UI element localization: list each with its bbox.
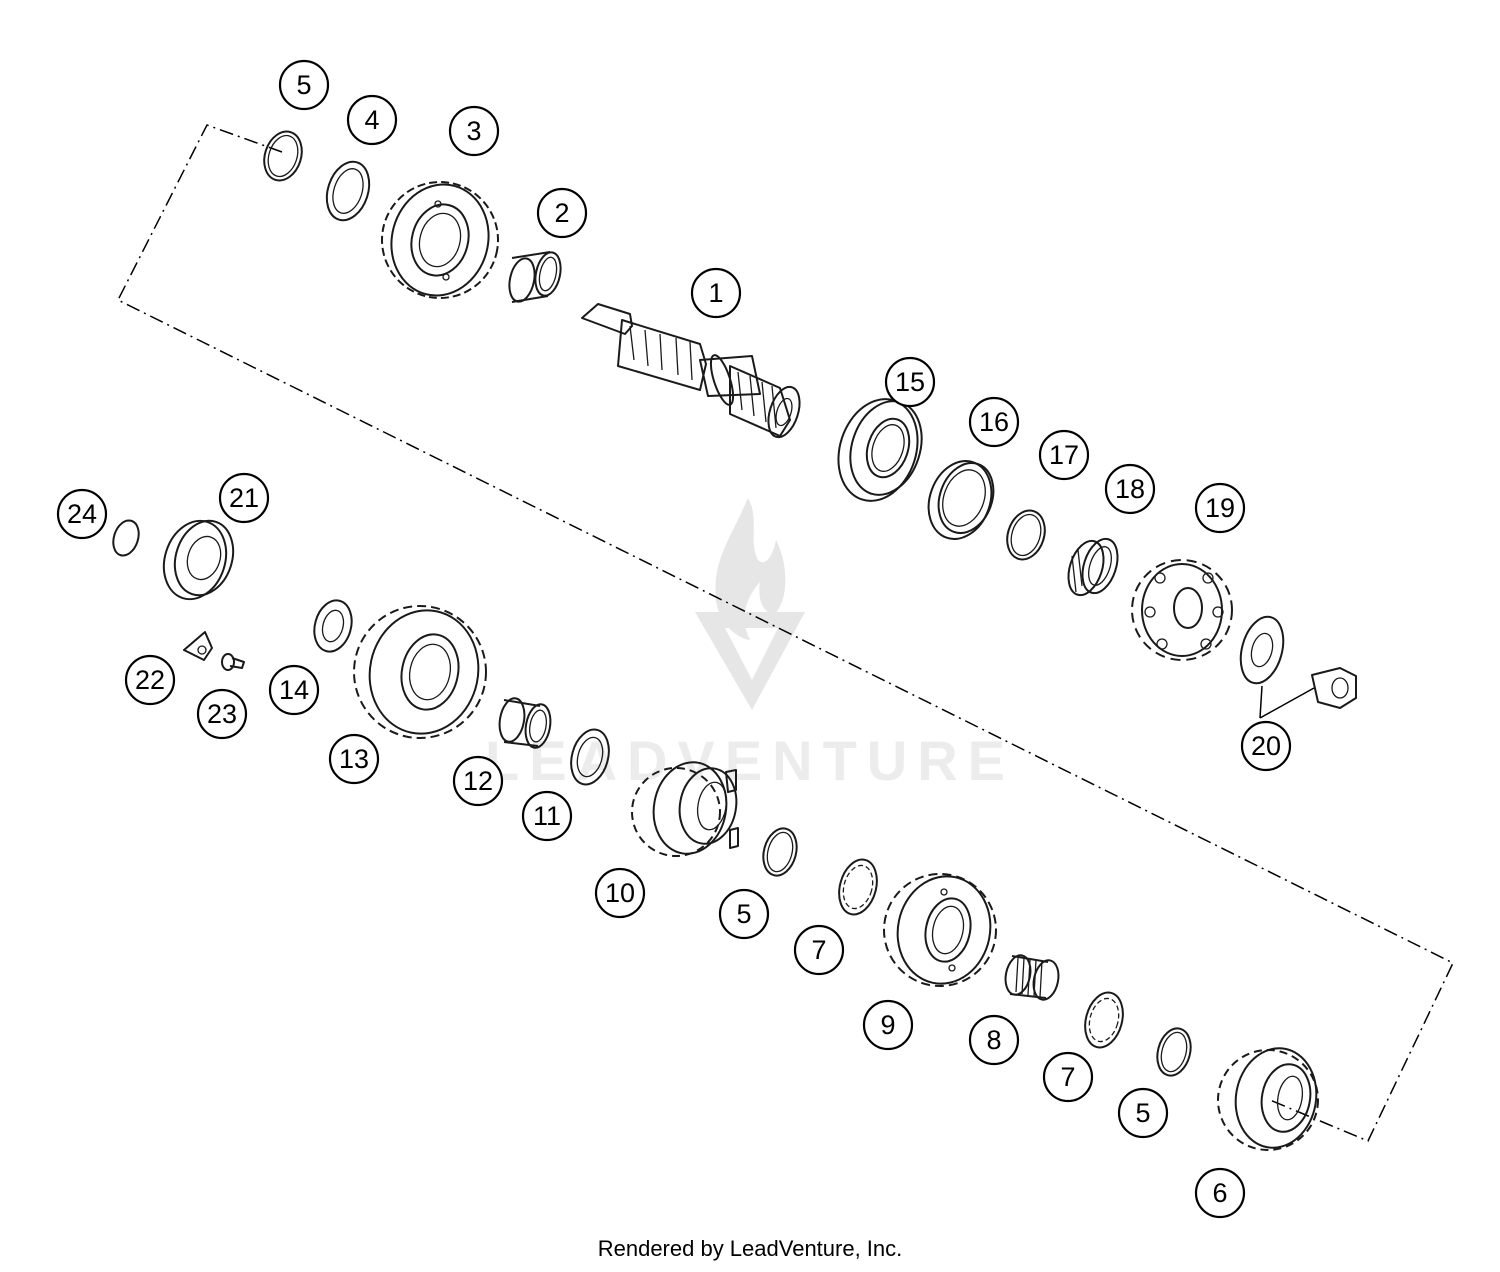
gear-part-6 [1217, 1047, 1319, 1151]
callout-17[interactable]: 17 [1038, 429, 1090, 481]
footer-credit: Rendered by LeadVenture, Inc. [597, 1236, 903, 1261]
leadventure-watermark: LEADVENTURE [485, 498, 1015, 792]
splined-washer-part-7-lower [1084, 991, 1124, 1049]
callout-14[interactable]: 14 [268, 664, 320, 716]
bearing-part-21 [162, 519, 235, 601]
callout-9[interactable]: 9 [862, 999, 914, 1051]
svg-text:3: 3 [466, 116, 481, 146]
callout-5-middle[interactable]: 5 [718, 888, 770, 940]
needle-bearing-part-8 [1004, 954, 1060, 1001]
svg-text:13: 13 [339, 744, 369, 774]
svg-text:5: 5 [736, 899, 751, 929]
assembly-outline [116, 124, 1454, 1142]
svg-text:14: 14 [279, 675, 309, 705]
svg-text:2: 2 [554, 198, 569, 228]
screw-part-23 [221, 653, 245, 671]
spacer-part-18 [1067, 537, 1119, 597]
callout-13[interactable]: 13 [328, 733, 380, 785]
callout-18[interactable]: 18 [1104, 463, 1156, 515]
callout-19[interactable]: 19 [1194, 482, 1246, 534]
callout-2[interactable]: 2 [536, 187, 588, 239]
svg-text:18: 18 [1115, 474, 1145, 504]
sprocket-part-19 [1131, 559, 1233, 661]
svg-text:16: 16 [979, 407, 1009, 437]
callout-3[interactable]: 3 [448, 105, 500, 157]
o-ring-part-17 [1006, 509, 1046, 561]
callout-6[interactable]: 6 [1194, 1167, 1246, 1219]
washer-part-11 [570, 728, 610, 786]
circlip-part-5-lower [1156, 1027, 1192, 1077]
seal-part-16 [927, 460, 995, 540]
gear-part-13 [353, 605, 487, 739]
callout-7-lower[interactable]: 7 [1042, 1051, 1094, 1103]
callout-1[interactable]: 1 [690, 267, 742, 319]
svg-text:11: 11 [533, 801, 561, 831]
svg-text:6: 6 [1212, 1178, 1227, 1208]
svg-text:22: 22 [135, 665, 165, 695]
callout-23[interactable]: 23 [196, 688, 248, 740]
callout-22[interactable]: 22 [124, 654, 176, 706]
callout-20[interactable]: 20 [1240, 720, 1292, 772]
svg-text:23: 23 [207, 699, 237, 729]
callout-12[interactable]: 12 [452, 755, 504, 807]
v-logo [695, 612, 805, 710]
washer-nut-part-20 [1239, 615, 1357, 719]
callout-8[interactable]: 8 [968, 1014, 1020, 1066]
svg-text:5: 5 [296, 70, 311, 100]
svg-text:7: 7 [811, 935, 826, 965]
svg-text:15: 15 [895, 367, 925, 397]
flame-logo [715, 498, 786, 640]
callout-5-lower[interactable]: 5 [1117, 1087, 1169, 1139]
gear-part-3 [381, 181, 499, 299]
svg-text:7: 7 [1060, 1062, 1075, 1092]
bushing-part-12 [498, 697, 552, 749]
svg-text:1: 1 [708, 278, 723, 308]
shim-part-4 [325, 160, 371, 222]
circlip-part-5-top [263, 130, 303, 182]
svg-text:5: 5 [1135, 1098, 1150, 1128]
callout-5-top[interactable]: 5 [278, 59, 330, 111]
callout-21[interactable]: 21 [218, 472, 270, 524]
lock-plate-part-22 [183, 631, 213, 661]
callout-7-upper[interactable]: 7 [793, 924, 845, 976]
svg-text:10: 10 [605, 878, 635, 908]
callout-24[interactable]: 24 [56, 488, 108, 540]
svg-text:4: 4 [364, 105, 379, 135]
svg-text:8: 8 [986, 1025, 1001, 1055]
svg-text:17: 17 [1049, 440, 1079, 470]
svg-text:21: 21 [229, 483, 259, 513]
svg-text:20: 20 [1251, 731, 1281, 761]
callout-10[interactable]: 10 [594, 867, 646, 919]
svg-text:24: 24 [67, 499, 97, 529]
callout-15[interactable]: 15 [884, 356, 936, 408]
circlip-part-5-middle [762, 827, 798, 877]
bearing-part-15 [837, 398, 923, 502]
gear-part-9 [883, 873, 997, 987]
svg-text:9: 9 [880, 1010, 895, 1040]
main-shaft-part-1 [581, 303, 801, 439]
callout-4[interactable]: 4 [346, 94, 398, 146]
circlip-part-24 [112, 519, 140, 557]
svg-text:12: 12 [463, 766, 493, 796]
callout-11[interactable]: 11 [521, 790, 573, 842]
callout-16[interactable]: 16 [968, 396, 1020, 448]
watermark-text: LEADVENTURE [485, 729, 1015, 792]
washer-part-14 [313, 599, 353, 653]
splined-washer-part-7-upper [838, 858, 878, 916]
gear-part-10 [631, 761, 739, 857]
svg-text:19: 19 [1205, 493, 1235, 523]
bushing-part-2 [508, 251, 562, 303]
